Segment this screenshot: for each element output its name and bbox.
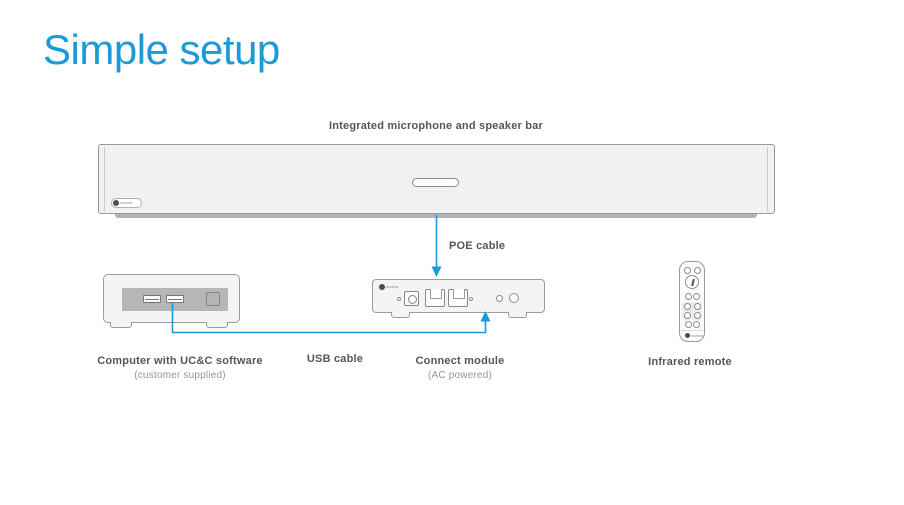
- computer-caption: Computer with UC&C software (customer su…: [60, 355, 300, 381]
- remote-brand-badge: nureva: [685, 333, 703, 338]
- status-led: [397, 297, 401, 301]
- connect-module-label: Connect module: [415, 355, 505, 367]
- poe-cable-arrow: [431, 215, 442, 277]
- power-jack-icon: [404, 291, 419, 306]
- bar-status-window: [412, 178, 459, 187]
- call-button-icon: [684, 267, 691, 274]
- infrared-remote-device: nureva: [679, 261, 705, 342]
- module-foot-right: [508, 312, 527, 318]
- bar-right-seam: [767, 147, 768, 211]
- remote-button: [693, 293, 700, 300]
- computer-foot-left: [110, 322, 132, 328]
- brand-logo-icon: [113, 200, 119, 206]
- usb-port-1: [143, 295, 161, 303]
- aux-jack-icon: [496, 295, 503, 302]
- ethernet-port-2: [448, 289, 468, 307]
- speaker-bar-label: Integrated microphone and speaker bar: [328, 120, 543, 132]
- connect-module-sublabel: (AC powered): [427, 370, 493, 381]
- brand-name: nureva: [691, 332, 704, 338]
- remote-button: [685, 321, 692, 328]
- speaker-bar: nureva: [98, 144, 775, 214]
- usb-cable-label: USB cable: [306, 353, 364, 365]
- remote-button: [684, 303, 691, 310]
- module-brand-badge: nureva: [379, 284, 398, 290]
- remote-button: [684, 312, 691, 319]
- connect-module-caption: Connect module (AC powered): [360, 355, 560, 381]
- computer-device: [103, 274, 240, 323]
- remote-button: [694, 303, 701, 310]
- status-led: [469, 297, 473, 301]
- end-call-button-icon: [694, 267, 701, 274]
- computer-sublabel: (customer supplied): [134, 370, 226, 381]
- computer-label: Computer with UC&C software: [97, 355, 263, 367]
- computer-front-panel: [122, 288, 228, 311]
- computer-foot-right: [206, 322, 228, 328]
- usb-port-2: [166, 295, 184, 303]
- mute-button-icon: [685, 275, 699, 289]
- remote-caption: Infrared remote: [648, 356, 732, 368]
- page-title: Simple setup: [43, 26, 280, 73]
- remote-seam: [681, 330, 703, 331]
- aux-jack-icon: [509, 293, 519, 303]
- remote-button: [694, 312, 701, 319]
- brand-logo-icon: [685, 333, 690, 338]
- module-foot-left: [391, 312, 410, 318]
- remote-button: [693, 321, 700, 328]
- brand-badge: nureva: [111, 198, 142, 208]
- brand-name: nureva: [120, 200, 133, 205]
- ethernet-port-1: [425, 289, 445, 307]
- connect-module-device: nureva: [372, 279, 545, 313]
- brand-logo-icon: [379, 284, 385, 290]
- bar-left-seam: [104, 147, 105, 211]
- poe-cable-label: POE cable: [449, 240, 506, 252]
- brand-name: nureva: [386, 284, 399, 289]
- power-button-icon: [206, 292, 220, 306]
- remote-button: [685, 293, 692, 300]
